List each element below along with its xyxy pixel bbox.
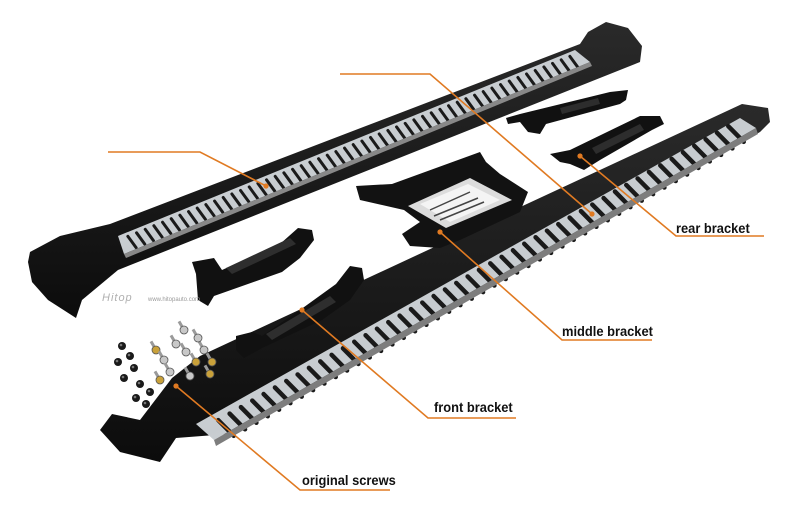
bolt — [183, 366, 195, 381]
rear-bracket-upper — [506, 90, 628, 134]
original-screws-label: original screws — [302, 472, 396, 488]
tread-slot — [403, 121, 415, 137]
screws-and-hardware — [114, 320, 217, 408]
clip-screw — [118, 342, 126, 350]
leader-lower-board — [340, 73, 593, 215]
tread-slot — [195, 206, 207, 221]
bolt — [203, 364, 215, 379]
tread-slot — [516, 76, 528, 91]
tread-slot — [429, 111, 441, 126]
tread-slot — [542, 65, 554, 80]
clip-screw — [136, 380, 144, 388]
tread-slot — [386, 128, 398, 144]
leader-middle-bracket — [439, 231, 652, 341]
callout-leader-lines — [108, 73, 764, 491]
bolt — [179, 342, 191, 357]
tread-slot — [377, 132, 389, 147]
tread-slot — [447, 104, 459, 119]
tread-slot — [481, 90, 493, 105]
clip-screw — [132, 394, 140, 402]
tread-slot — [325, 153, 337, 168]
watermark-brand: Hitop — [102, 292, 133, 304]
bolt — [191, 328, 203, 343]
clip-screw — [114, 358, 122, 366]
tread-slot — [187, 210, 199, 225]
tread-slot — [169, 217, 181, 232]
watermark-site: www.hitopauto.com — [148, 297, 201, 303]
tread-slot — [351, 143, 363, 158]
tread-slot — [360, 139, 372, 154]
tread-slot — [559, 58, 571, 73]
tread-slot — [490, 86, 502, 101]
tread-slot — [421, 114, 433, 130]
bolt — [149, 340, 161, 355]
upper-board-tread-slots — [126, 54, 580, 250]
clip-screw — [130, 364, 138, 372]
tread-slot — [247, 185, 259, 200]
bolt — [157, 350, 169, 365]
tread-slot — [291, 167, 303, 183]
front-bracket-right — [236, 266, 364, 358]
tread-slot — [551, 61, 563, 77]
tread-slot — [299, 164, 311, 179]
tread-slot — [533, 68, 545, 84]
tread-slot — [507, 79, 519, 94]
tread-slot — [369, 136, 381, 151]
tread-slot — [265, 178, 277, 193]
leader-front-bracket — [301, 309, 516, 419]
callout-anchor-dots — [173, 153, 595, 389]
tread-slot — [499, 83, 511, 98]
front-bracket-label: front bracket — [434, 399, 513, 415]
tread-slot — [213, 199, 225, 214]
tread-slot — [282, 171, 294, 186]
tread-slot — [464, 97, 476, 112]
bolt — [177, 320, 189, 335]
clip-screw — [126, 352, 134, 360]
tread-slot — [126, 234, 138, 250]
tread-slot — [273, 174, 285, 190]
clip-screw — [120, 374, 128, 382]
front-bracket-left — [192, 228, 314, 306]
rear-bracket-label: rear bracket — [676, 220, 750, 236]
leader-upper-board — [108, 151, 267, 187]
tread-slot — [230, 192, 242, 207]
leader-original-screws — [175, 385, 390, 491]
tread-slot — [525, 72, 537, 87]
leader-rear-bracket — [579, 155, 764, 237]
tread-slot — [455, 100, 467, 116]
middle-bracket — [356, 152, 528, 248]
tread-slot — [334, 150, 346, 165]
bolt — [205, 352, 217, 367]
tread-slot — [473, 93, 485, 108]
clip-screw — [142, 400, 150, 408]
tread-slot — [239, 188, 251, 204]
tread-slot — [204, 203, 216, 218]
bolt — [153, 370, 165, 385]
middle-bracket-label: middle bracket — [562, 323, 653, 339]
tread-slot — [308, 160, 320, 176]
tread-slot — [178, 213, 190, 228]
bolt — [189, 352, 201, 367]
tread-slot — [221, 196, 233, 211]
tread-slot — [568, 54, 580, 70]
tread-slot — [343, 146, 355, 161]
tread-slot — [152, 224, 164, 239]
tread-slot — [438, 107, 450, 123]
tread-slot — [161, 220, 173, 236]
tread-slot — [412, 118, 424, 133]
tread-slot — [135, 231, 147, 246]
tread-slot — [317, 157, 329, 172]
bolt — [197, 340, 209, 355]
tread-slot — [256, 181, 268, 197]
tread-slot — [395, 125, 407, 140]
upper-running-board — [28, 22, 642, 318]
bolt — [163, 362, 175, 377]
bolt — [169, 334, 181, 349]
lower-running-board — [100, 104, 770, 462]
clip-screw — [146, 388, 154, 396]
tread-slot — [143, 227, 155, 243]
